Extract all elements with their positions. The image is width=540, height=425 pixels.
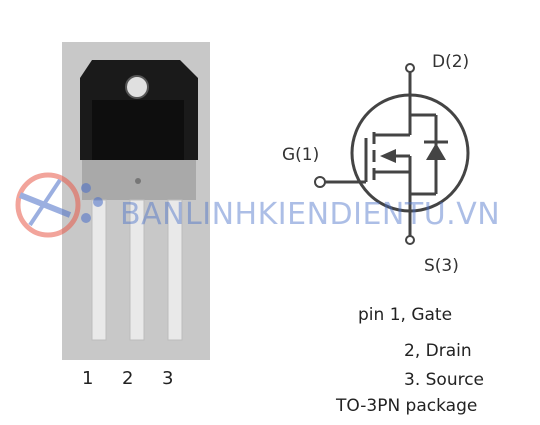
pin-number-3: 3 xyxy=(162,368,174,389)
pin-number-2: 2 xyxy=(122,368,134,389)
mounting-hole xyxy=(125,75,149,99)
source-terminal xyxy=(405,235,415,245)
watermark-text: BANLINHKIENDIENTU.VN xyxy=(120,197,501,232)
legend-source: 3. Source xyxy=(404,370,485,390)
channel-arrow xyxy=(380,149,396,163)
legend-gate: pin 1, Gate xyxy=(358,305,453,325)
drain-label: D(2) xyxy=(432,52,470,72)
pin-number-1: 1 xyxy=(82,368,94,389)
body-diode-triangle xyxy=(426,143,446,160)
gate-terminal xyxy=(314,176,326,188)
lead-3 xyxy=(167,199,183,341)
lead-1 xyxy=(91,199,107,341)
drain-terminal xyxy=(405,63,415,73)
package-dot xyxy=(135,178,141,184)
package-name: TO-3PN package xyxy=(336,396,478,416)
package-body xyxy=(92,100,184,160)
lead-2 xyxy=(129,199,145,341)
to3pn-package xyxy=(80,60,198,341)
watermark-logo xyxy=(15,172,103,238)
source-label: S(3) xyxy=(424,256,459,276)
legend-drain: 2, Drain xyxy=(404,341,472,361)
gate-label: G(1) xyxy=(282,145,320,165)
